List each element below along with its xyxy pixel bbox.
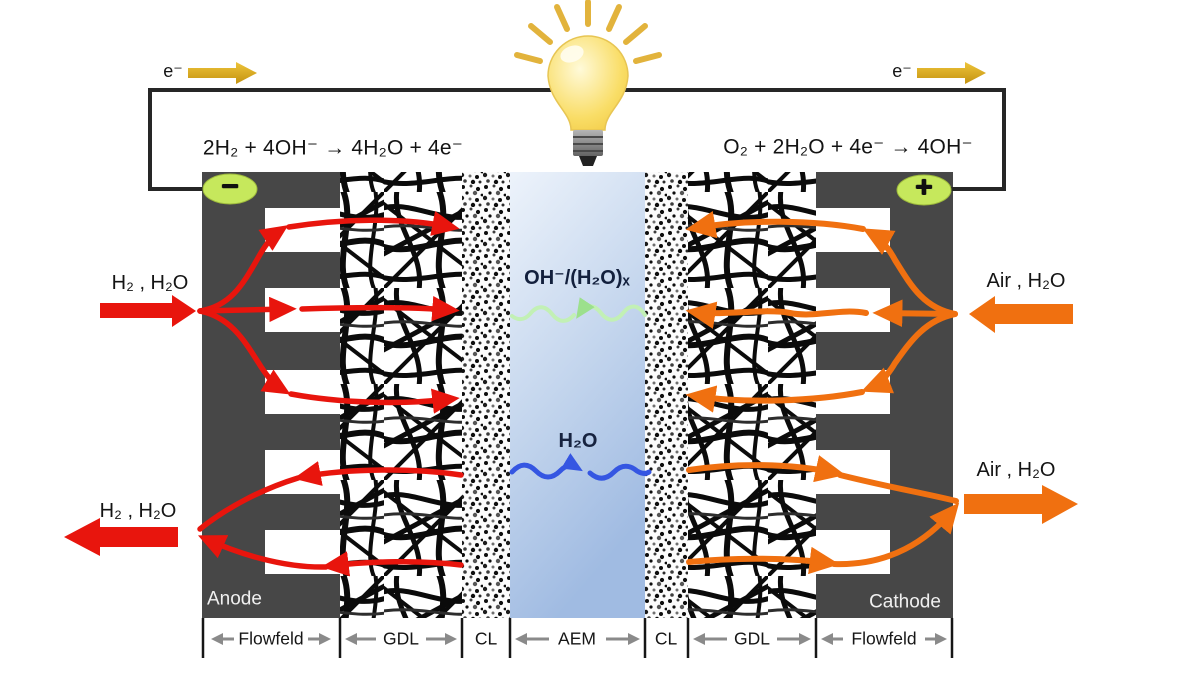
cathode-outlet-label: Air , H₂O [976,459,1056,481]
water-wavy-arrow [509,453,652,481]
catalyst-layer-anode [462,172,510,618]
electron-label-right: e⁻ [892,61,912,81]
electron-arrow-left [188,62,257,84]
scale-anode-cl-label: CL [474,628,498,649]
negative-terminal-oval [202,173,258,205]
layer-scale-ticks [201,618,954,658]
light-bulb-icon [514,0,662,166]
water-transport-label: H₂O [558,430,598,452]
anode-reaction-equation: 2H₂ + 4OH⁻ → 4H₂O + 4e⁻ [202,136,464,160]
scale-cathode-cl-label: CL [654,628,678,649]
air-flow-arrows [685,210,1078,575]
electron-label-left: e⁻ [163,61,183,81]
cathode-name-label: Cathode [869,591,941,613]
cathode-inlet-label: Air , H₂O [986,270,1066,292]
negative-terminal-sign: − [221,170,239,203]
gdl-anode [340,172,462,618]
scale-membrane-label: AEM [558,628,596,649]
scale-cathode-flowfield-label: Flowfeld [851,628,917,649]
scale-cathode-gdl-label: GDL [734,628,770,649]
hydroxide-transport-label: OH⁻/(H₂O)ₓ [524,267,630,289]
electron-arrow-right [917,62,986,84]
positive-terminal-sign: + [915,171,933,204]
membrane-aem [510,172,645,618]
anode-inlet-label: H₂ , H₂O [111,272,189,294]
hydrogen-flow-arrows [64,210,464,577]
anode-outlet-label: H₂ , H₂O [99,500,177,522]
scale-anode-flowfield-label: Flowfeld [238,628,304,649]
anode-name-label: Anode [207,588,262,610]
cathode-reaction-equation: O₂ + 2H₂O + 4e⁻ → 4OH⁻ [723,135,973,159]
catalyst-layer-cathode [645,172,688,618]
positive-terminal-oval [896,174,952,206]
hydroxide-wavy-arrow [510,297,647,323]
scale-anode-gdl-label: GDL [383,628,419,649]
